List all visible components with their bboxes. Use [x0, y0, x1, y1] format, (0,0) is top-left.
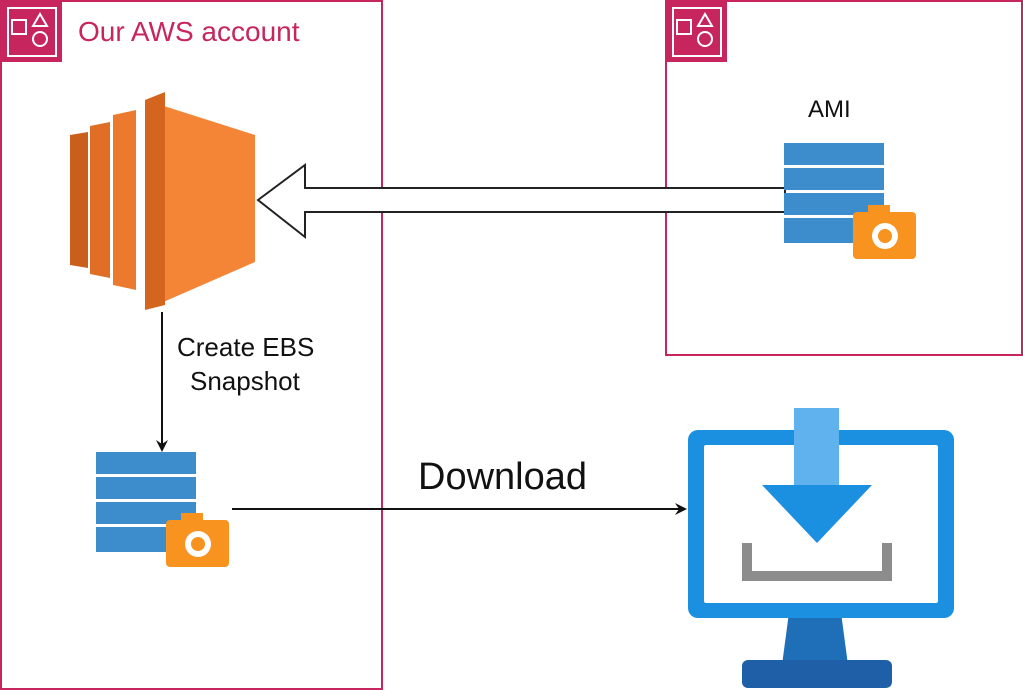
our-aws-account-group: Our AWS account — [0, 0, 383, 690]
our-aws-account-title: Our AWS account — [78, 16, 300, 47]
ami-snapshot-icon — [784, 143, 916, 259]
ami-account-group — [665, 0, 1023, 356]
download-label: Download — [418, 456, 587, 498]
ami-label: AMI — [808, 96, 851, 123]
account-group-icon — [2, 2, 62, 62]
account-group-icon — [667, 2, 727, 62]
camera-icon — [166, 513, 229, 567]
ebs-snapshot-icon — [96, 452, 229, 567]
create-snapshot-label-line2: Snapshot — [190, 366, 300, 396]
create-snapshot-label-line1: Create EBS — [177, 332, 315, 362]
camera-icon — [853, 205, 916, 259]
download-computer-icon — [688, 408, 954, 688]
ec2-instance-icon — [70, 92, 255, 310]
download-icon — [742, 408, 892, 581]
launch-from-ami-arrow — [256, 163, 786, 240]
